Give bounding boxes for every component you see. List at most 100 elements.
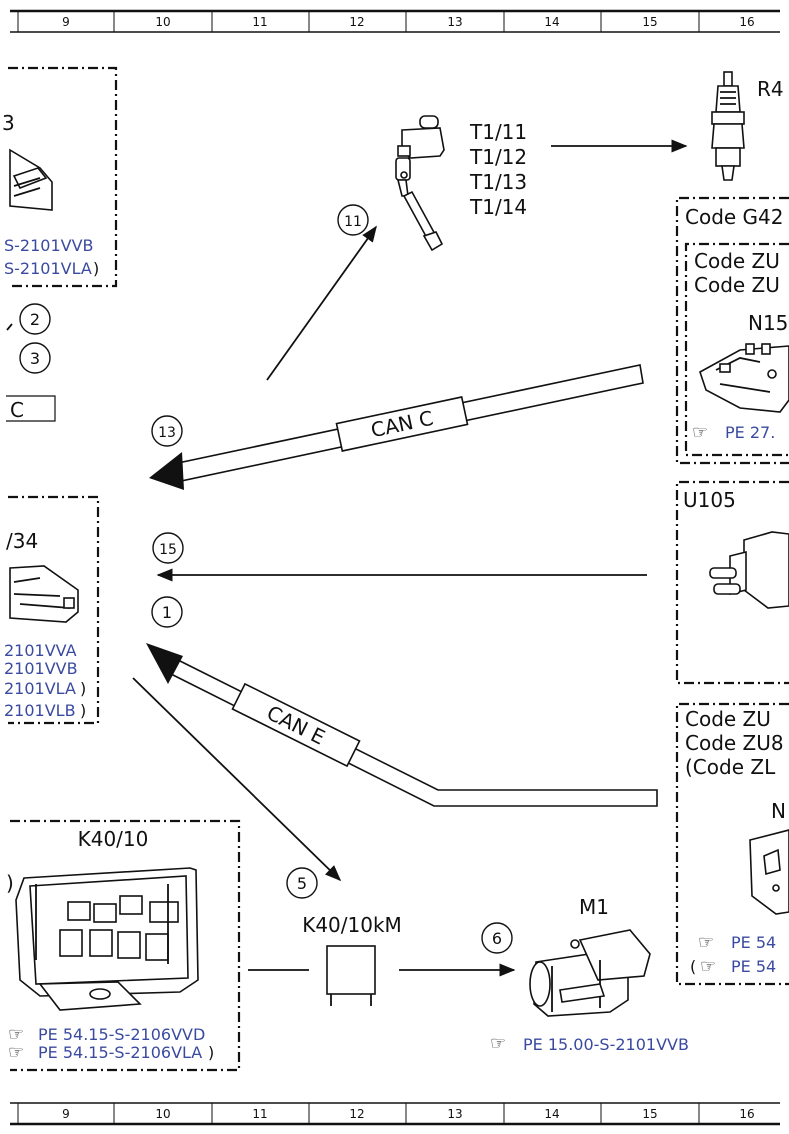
bubble-11: 11 <box>337 204 369 236</box>
pointing-hand-icon: ☞ <box>698 932 714 953</box>
code-label: Code G42 <box>685 205 784 229</box>
ruler-col: 12 <box>349 1107 364 1121</box>
arrow-to-relay <box>132 677 342 882</box>
component-label: U105 <box>683 488 736 512</box>
ruler-col: 15 <box>642 1107 657 1121</box>
ruler-col: 13 <box>447 1107 462 1121</box>
component-label: /34 <box>6 529 38 553</box>
fuse-box-drawing <box>15 867 199 1011</box>
paren: ) <box>80 701 86 720</box>
k40-box: K40/10 ) ☞ PE 54.15-S-2106VVD ☞ PE 54.15… <box>6 819 241 1072</box>
module-drawing <box>9 148 53 211</box>
component-label: N15 <box>748 311 788 335</box>
module-drawing <box>749 829 789 915</box>
code-label: Code ZU <box>694 249 780 273</box>
pointing-hand-icon: ☞ <box>8 1024 24 1045</box>
arrow-to-ignition-coil <box>266 225 377 381</box>
bubble-number: 11 <box>344 214 362 230</box>
bubble-3: 3 <box>19 342 51 374</box>
ruler-col: 10 <box>155 15 170 29</box>
left-top-box: 3 S-2101VVB S-2101VLA ) <box>2 66 118 288</box>
ruler-bottom: 9 10 11 12 13 14 15 16 <box>10 1102 780 1126</box>
ruler-col: 9 <box>62 1107 70 1121</box>
bubble-1: 1 <box>151 596 183 628</box>
service-ref[interactable]: PE 15.00-S-2101VVB <box>523 1035 689 1054</box>
service-ref[interactable]: 2101VVA <box>4 641 77 660</box>
pointing-hand-icon: ☞ <box>490 1033 506 1054</box>
service-ref[interactable]: PE 54 <box>731 957 776 976</box>
starter: M1 ☞ PE 15.00-S-2101VVB <box>490 895 689 1054</box>
pointing-hand-icon: ☞ <box>8 1042 24 1063</box>
relay-icon <box>326 945 376 995</box>
service-ref[interactable]: PE 54.15-S-2106VLA <box>38 1043 202 1062</box>
pointing-hand-icon: ☞ <box>692 422 708 443</box>
ruler-col: 9 <box>62 15 70 29</box>
connector-drawing <box>709 531 789 609</box>
code-label: (Code ZL <box>685 755 776 779</box>
ruler-col: 15 <box>642 15 657 29</box>
paren: ) <box>6 871 14 895</box>
pointing-hand-icon: ☞ <box>700 956 716 977</box>
coil-terminal: T1/12 <box>469 145 527 169</box>
bubble-number: 1 <box>162 603 172 622</box>
ruler-col: 10 <box>155 1107 170 1121</box>
bubble-2: 2 <box>19 303 51 335</box>
ruler-top: 9 10 11 12 13 14 15 16 <box>10 9 780 33</box>
paren: ) <box>208 1043 214 1062</box>
ruler-col: 11 <box>252 15 267 29</box>
ecu-drawing <box>9 565 79 623</box>
coil-terminal: T1/14 <box>469 195 527 219</box>
service-ref[interactable]: 2101VLA <box>4 679 76 698</box>
service-ref[interactable]: PE 54 <box>731 933 776 952</box>
code-box-bottom-right: Code ZU Code ZU8 (Code ZL N ☞ PE 54 ( ☞ … <box>675 702 789 986</box>
service-ref[interactable]: PE 54.15-S-2106VVD <box>38 1025 205 1044</box>
component-label: 3 <box>2 111 15 135</box>
bubble-5: 5 <box>286 867 318 899</box>
bubble-13: 13 <box>151 415 183 447</box>
code-box-left: C <box>6 395 56 422</box>
bus-label: CAN E <box>263 701 329 750</box>
service-ref[interactable]: S-2101VVB <box>4 236 94 255</box>
code-label: Code ZU <box>685 707 771 731</box>
can-c-bus: CAN C <box>149 364 644 490</box>
ruler-col: 13 <box>447 15 462 29</box>
bubble-number: 6 <box>492 929 502 948</box>
bubble-number: 2 <box>30 310 40 329</box>
paren: ( <box>690 957 696 976</box>
coil-terminal: T1/13 <box>469 170 527 194</box>
component-label: K40/10 <box>78 827 149 851</box>
paren: ) <box>93 259 99 278</box>
service-ref[interactable]: 2101VLB <box>4 701 76 720</box>
ruler-col: 16 <box>739 1107 754 1121</box>
u105-box: U105 <box>675 480 789 685</box>
component-label: N <box>771 799 786 823</box>
ruler-col: 11 <box>252 1107 267 1121</box>
ruler-col: 12 <box>349 15 364 29</box>
bubble-6: 6 <box>481 922 513 954</box>
service-ref[interactable]: S-2101VLA <box>4 259 92 278</box>
code-label: C <box>10 398 24 422</box>
ruler-col: 16 <box>739 15 754 29</box>
ruler-col: 14 <box>544 15 559 29</box>
spark-plug-drawing <box>711 71 745 181</box>
ignition-coil-drawing <box>395 115 445 252</box>
bubble-15: 15 <box>152 532 184 564</box>
code-box-top-right: Code G42 Code ZU Code ZU N15 ☞ PE 27. <box>675 196 789 465</box>
bubble-number: 3 <box>30 349 40 368</box>
ignition-lines: T1/11 T1/12 T1/13 T1/14 <box>469 120 527 219</box>
valve-body-drawing <box>699 343 789 413</box>
service-ref[interactable]: 2101VVB <box>4 659 78 678</box>
service-ref[interactable]: PE 27. <box>725 423 775 442</box>
relay-label: K40/10kM <box>302 913 402 937</box>
bubble-number: 5 <box>297 874 307 893</box>
relay: K40/10kM <box>248 913 516 1006</box>
starter-motor-drawing <box>529 929 651 1017</box>
bubble-number: 13 <box>158 425 176 441</box>
left-mid-box: /34 2101VVA 2101VVB 2101VLA ) 2101VLB ) <box>4 495 100 725</box>
can-e-bus: CAN E <box>146 643 658 807</box>
code-label: Code ZU <box>694 273 780 297</box>
ruler-col: 14 <box>544 1107 559 1121</box>
coil-terminal: T1/11 <box>469 120 527 144</box>
bubble-number: 15 <box>159 542 177 558</box>
